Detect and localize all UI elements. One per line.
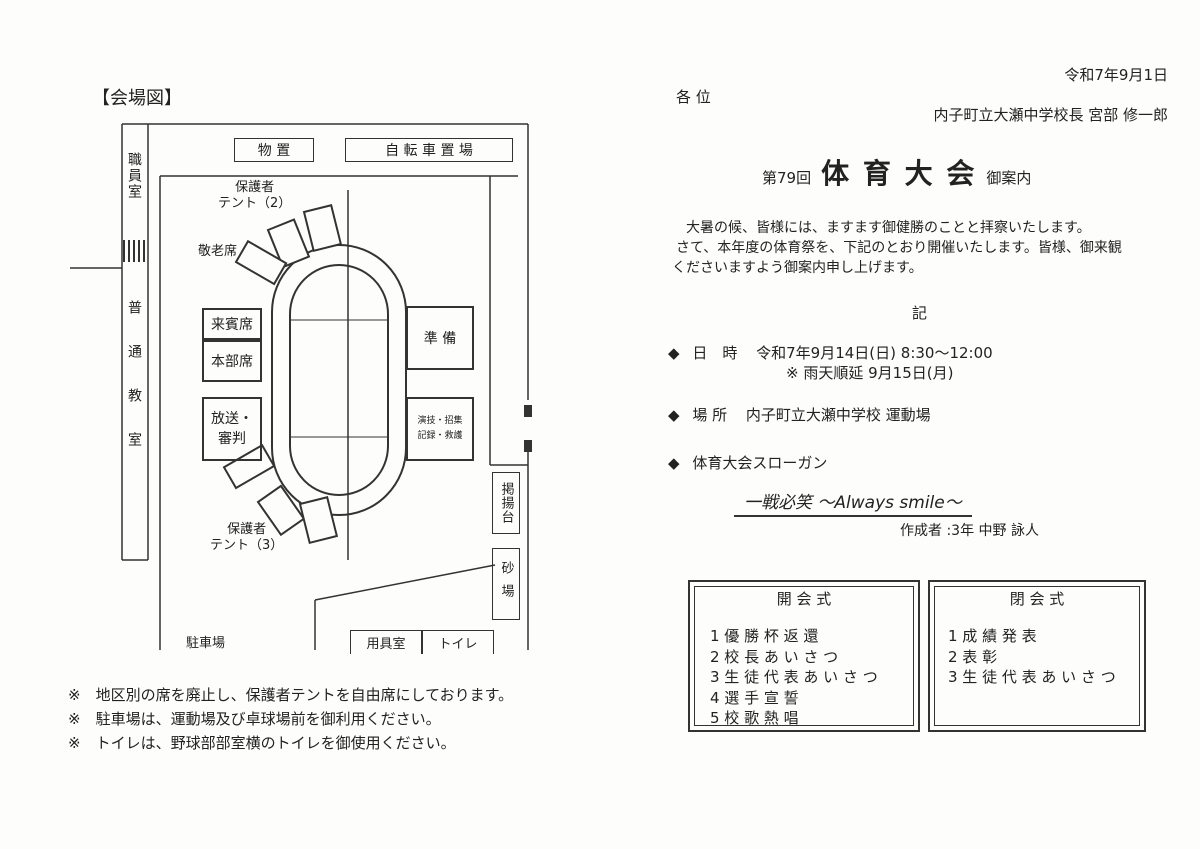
- performers-box: 演技・招集 記録・救護: [406, 397, 474, 461]
- datetime-row: ◆ 日 時 令和7年9月14日(日) 8:30～12:00: [668, 342, 993, 363]
- closing-ceremony-box: 閉 会 式 1 成 績 発 表 2 表 彰 3 生 徒 代 表 あ い さ つ: [928, 580, 1146, 732]
- greeting: 大暑の候、皆様には、ますます御健勝のことと拝察いたします。 さて、本年度の体育祭…: [672, 218, 1122, 278]
- place-label: 場 所: [692, 406, 728, 424]
- bullet-icon: ◆: [668, 406, 680, 424]
- venue-map: [70, 123, 532, 650]
- storage-box: 物 置: [234, 138, 314, 162]
- list-item: 2 校 長 あ い さ つ: [710, 647, 839, 666]
- slogan-text: 一戦必笑 ～Always smile～: [734, 488, 972, 517]
- page-title: 第79回 体 育 大 会 御案内: [762, 152, 1031, 192]
- place-row: ◆ 場 所 内子町立大瀬中学校 運動場: [668, 404, 931, 425]
- note-parking: ※ 駐車場は、運動場及び卓球場前を御利用ください。: [68, 710, 441, 728]
- slogan-label: 体育大会スローガン: [692, 454, 828, 472]
- guardian-tent-3-label: 保護者 テント（3）: [210, 522, 284, 553]
- title-prefix: 第79回: [762, 169, 812, 187]
- sender: 内子町立大瀬中学校長 宮部 修一郎: [933, 106, 1168, 124]
- title-suffix: 御案内: [986, 169, 1032, 187]
- datetime-label: 日 時: [692, 344, 738, 362]
- list-item: 4 選 手 宣 誓: [710, 688, 799, 707]
- note-seating: ※ 地区別の席を廃止し、保護者テントを自由席にしております。: [68, 686, 514, 704]
- guardian-tent-2-label: 保護者 テント（2）: [218, 180, 292, 211]
- guest-seat-box: 来賓席: [202, 308, 262, 340]
- list-item: 1 成 績 発 表: [948, 627, 1037, 645]
- hq-seat-box: 本部席: [202, 340, 262, 382]
- greeting-line-2: さて、本年度の体育祭を、下記のとおり開催いたします。皆様、御来観: [676, 240, 1122, 256]
- classroom-label: 普通教室: [126, 300, 142, 476]
- opening-title: 開 会 式: [776, 590, 832, 608]
- opening-ceremony-box: 開 会 式 1 優 勝 杯 返 還 2 校 長 あ い さ つ 3 生 徒 代 …: [688, 580, 920, 732]
- list-item: 3 生 徒 代 表 あ い さ つ: [948, 668, 1116, 686]
- greeting-line-3: くださいますよう御案内申し上げます。: [672, 260, 923, 276]
- map-heading: 【会場図】: [92, 88, 182, 109]
- slogan-row: ◆ 体育大会スローガン: [668, 452, 827, 473]
- bike-parking-box: 自 転 車 置 場: [345, 138, 513, 162]
- issue-date: 令和7年9月1日: [1064, 66, 1168, 84]
- toilet-box: トイレ: [422, 630, 494, 654]
- staff-room-label: 職員室: [126, 152, 142, 200]
- podium-box: 掲揚台: [492, 472, 520, 534]
- list-item: 3 生 徒 代 表 あ い さ つ: [710, 668, 878, 686]
- opening-list: 1 優 勝 杯 返 還 2 校 長 あ い さ つ 3 生 徒 代 表 あ い …: [710, 626, 878, 729]
- list-item: 1 優 勝 杯 返 還: [710, 627, 819, 645]
- parking-label: 駐車場: [186, 636, 226, 651]
- greeting-line-1: 大暑の候、皆様には、ますます御健勝のことと拝察いたします。: [686, 220, 1091, 236]
- recipient: 各 位: [676, 88, 711, 106]
- bullet-icon: ◆: [668, 454, 680, 472]
- list-item: 5 校 歌 熱 唱: [710, 709, 799, 727]
- place-value: 内子町立大瀬中学校 運動場: [745, 406, 931, 424]
- title-main: 体 育 大 会: [821, 157, 977, 190]
- rain-date: ※ 雨天順延 9月15日(月): [786, 364, 954, 382]
- ki-label: 記: [912, 304, 928, 322]
- closing-title: 閉 会 式: [1009, 590, 1065, 608]
- elderly-seat-label: 敬老席: [198, 244, 238, 259]
- equipment-room-box: 用具室: [350, 630, 422, 654]
- note-toilet: ※ トイレは、野球部部室横のトイレを御使用ください。: [68, 734, 456, 752]
- closing-list: 1 成 績 発 表 2 表 彰 3 生 徒 代 表 あ い さ つ: [948, 626, 1116, 688]
- slogan-author: 作成者 :3年 中野 詠人: [900, 523, 1039, 539]
- sandpit-box: 砂場: [492, 548, 520, 620]
- list-item: 2 表 彰: [948, 647, 998, 666]
- bullet-icon: ◆: [668, 344, 680, 362]
- broadcast-box: 放送・ 審判: [202, 397, 262, 461]
- prep-box: 準 備: [406, 306, 474, 370]
- datetime-value: 令和7年9月14日(日) 8:30～12:00: [756, 344, 993, 362]
